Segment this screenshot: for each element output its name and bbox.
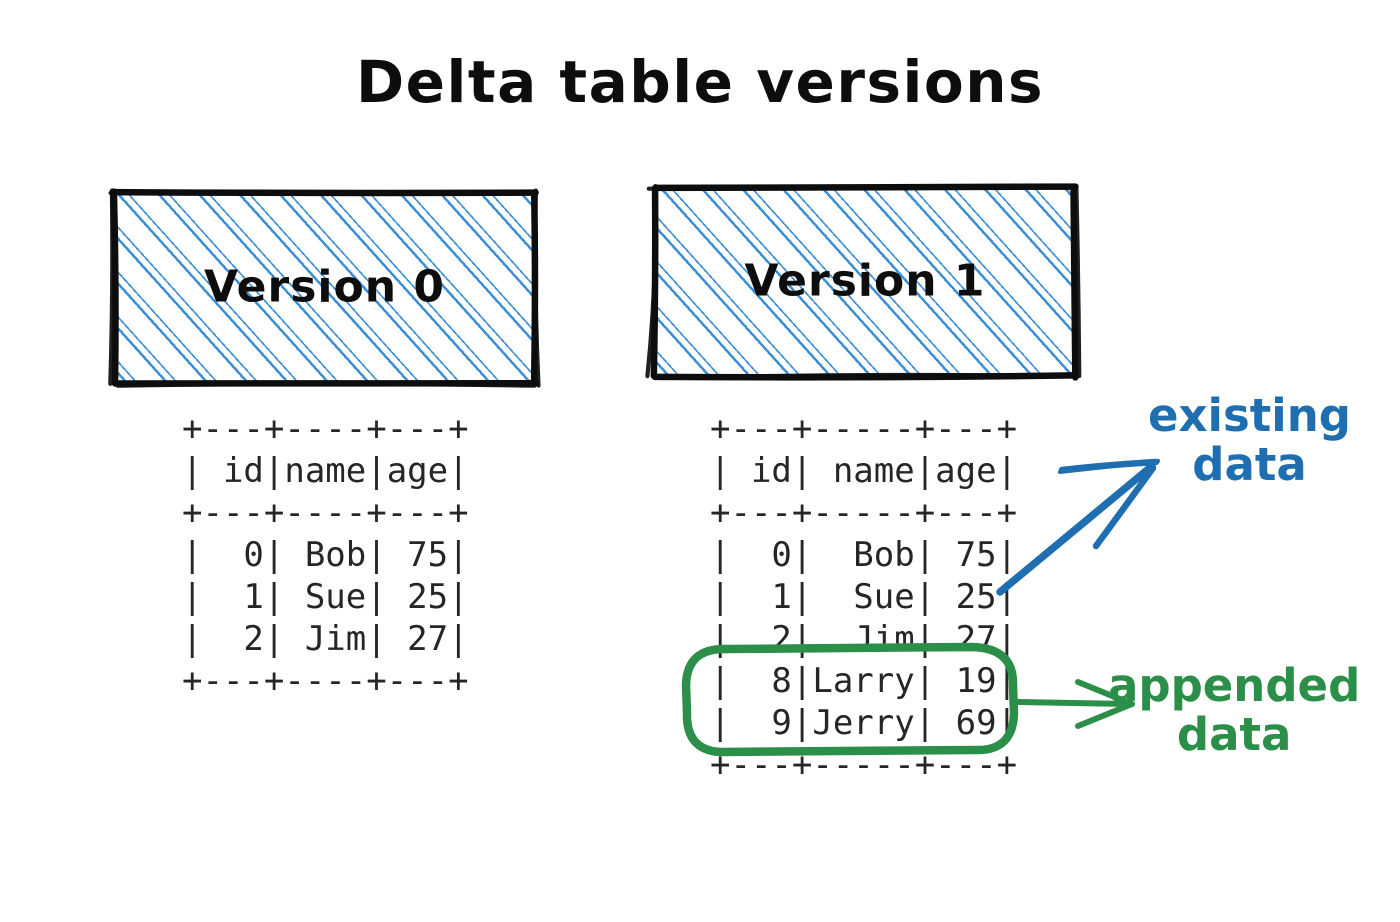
version-0-hatch-fill <box>114 192 535 384</box>
version-0-table: +---+----+---+ | id|name|age| +---+----+… <box>182 409 469 701</box>
existing-data-annotation: existing data <box>1148 389 1351 491</box>
page-title: Delta table versions <box>355 48 1045 116</box>
appended-data-annotation: appended data <box>1108 659 1361 761</box>
version-0-label: Version 0 <box>204 261 445 313</box>
version-0-box: Version 0 <box>108 188 541 388</box>
appended-data-line-1: appended <box>1108 659 1361 712</box>
version-1-table: +---+-----+---+ | id| name|age| +---+---… <box>710 409 1018 785</box>
version-1-box: Version 1 <box>645 183 1082 381</box>
existing-data-line-1: existing <box>1148 389 1351 442</box>
version-1-hatch-fill <box>655 188 1075 376</box>
appended-data-line-2: data <box>1176 707 1292 761</box>
version-1-label: Version 1 <box>744 255 986 307</box>
existing-data-line-2: data <box>1192 437 1307 491</box>
